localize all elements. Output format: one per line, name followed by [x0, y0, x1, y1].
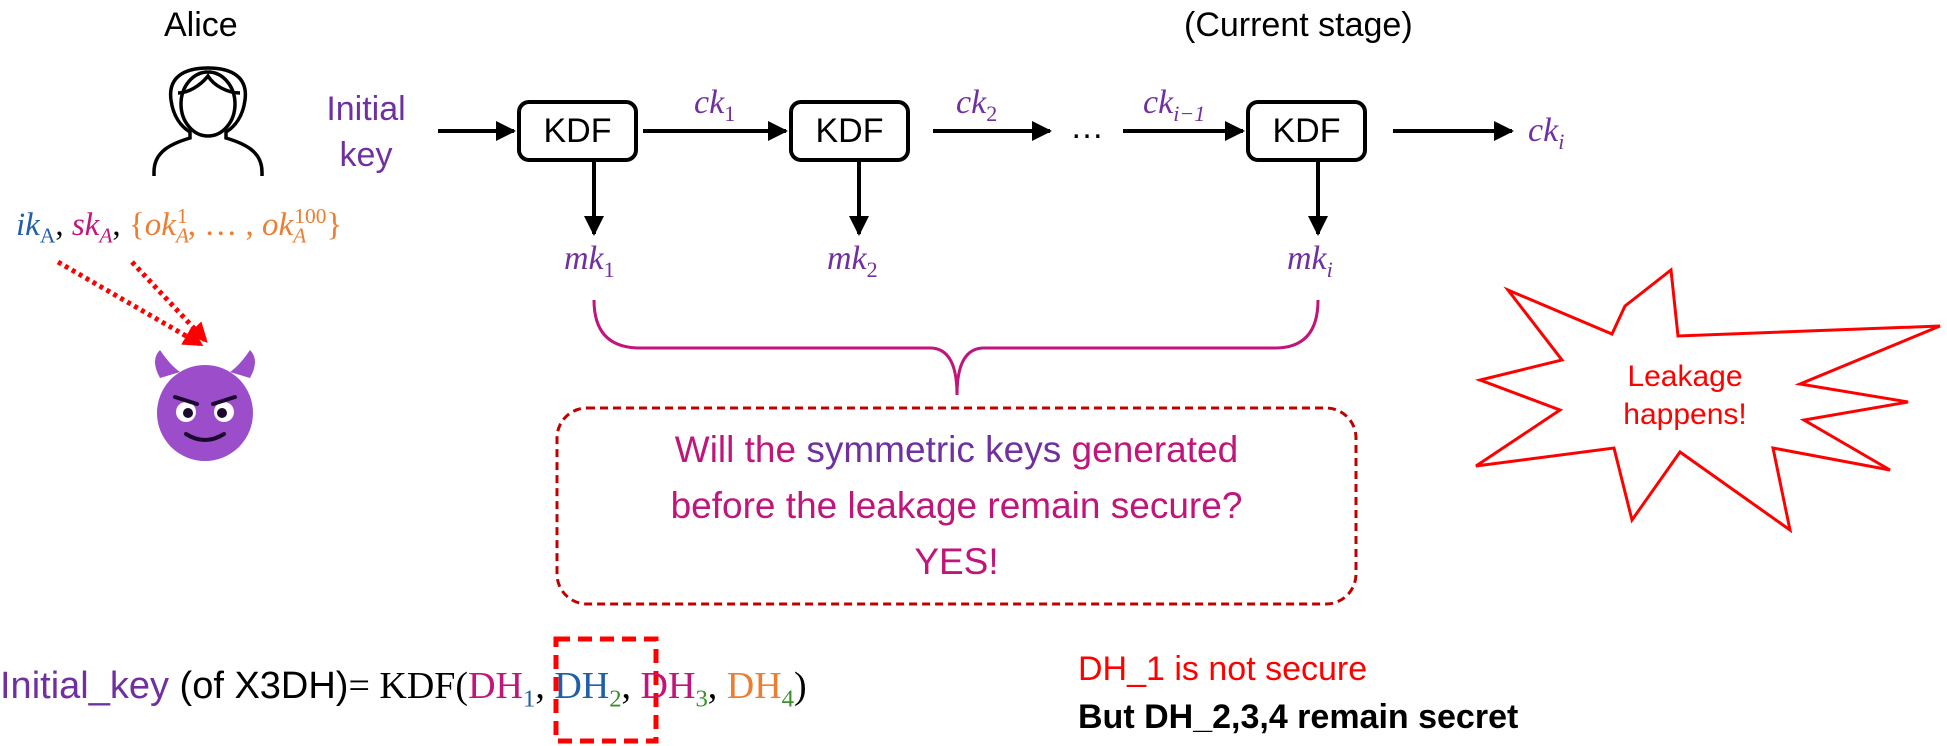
initial-key-line1: Initial — [326, 90, 406, 128]
ck2-label: ck2 — [956, 84, 998, 126]
x3dh-formula: Initial_key (of X3DH)= KDF(DH1, DH2, DH3… — [0, 665, 807, 713]
dh1-not-secure-note: DH_1 is not secure — [1078, 650, 1368, 688]
ok-keys: {okA1, … , okA100} — [128, 204, 343, 248]
ik-key: ikA — [16, 207, 56, 248]
curly-brace — [592, 299, 1320, 396]
smiling-devil-icon — [155, 350, 255, 461]
ck1-label: ck1 — [694, 84, 736, 126]
current-stage-label: (Current stage) — [1184, 6, 1413, 44]
question-line2: before the leakage remain secure? — [670, 485, 1243, 526]
initial-key-line2: key — [339, 136, 393, 174]
mk2-label: mk2 — [827, 240, 878, 282]
formula-of-x3dh: (of X3DH) — [168, 665, 349, 707]
dh234-secret-note: But DH_2,3,4 remain secret — [1078, 698, 1519, 736]
question-line3: YES! — [914, 541, 999, 582]
leakage-starburst — [1474, 267, 1941, 534]
formula-dh4: DH4 — [726, 665, 795, 713]
ck-i-label: cki — [1528, 112, 1565, 154]
alice-keys: ikA, skA, {okA1, … , okA100} — [16, 204, 343, 248]
kdf-box-3: KDF — [1246, 100, 1367, 162]
mk-i-label: mki — [1287, 240, 1333, 282]
kdf-box-2: KDF — [789, 100, 910, 162]
leak-arrow-ik — [56, 259, 204, 347]
question-line1: Will the symmetric keys generated — [674, 429, 1239, 470]
ck-i-minus-1-label: cki−1 — [1143, 84, 1206, 126]
person-outline-icon — [152, 66, 264, 176]
formula-eq-kdf: = KDF( — [348, 665, 469, 707]
leak-arrow-sk — [130, 260, 208, 343]
ellipsis: … — [1070, 108, 1104, 146]
leakage-line2: happens! — [1623, 398, 1747, 431]
formula-dh2: DH2 — [554, 665, 622, 713]
question-box — [555, 406, 1358, 606]
formula-initial-key: Initial_key — [0, 665, 169, 707]
formula-dh1: DH1 — [468, 665, 536, 713]
alice-label: Alice — [164, 6, 238, 44]
sk-key: skA — [71, 207, 113, 248]
leakage-text: Leakage happens! — [1600, 358, 1770, 434]
formula-dh3: DH3 — [640, 665, 708, 713]
kdf-box-1: KDF — [517, 100, 638, 162]
initial-key-label: Initial key — [318, 86, 414, 178]
question-text: Will the symmetric keys generated before… — [557, 422, 1356, 590]
dh1-highlight-box — [553, 636, 659, 744]
leakage-line1: Leakage — [1627, 360, 1743, 393]
mk1-label: mk1 — [564, 240, 615, 282]
